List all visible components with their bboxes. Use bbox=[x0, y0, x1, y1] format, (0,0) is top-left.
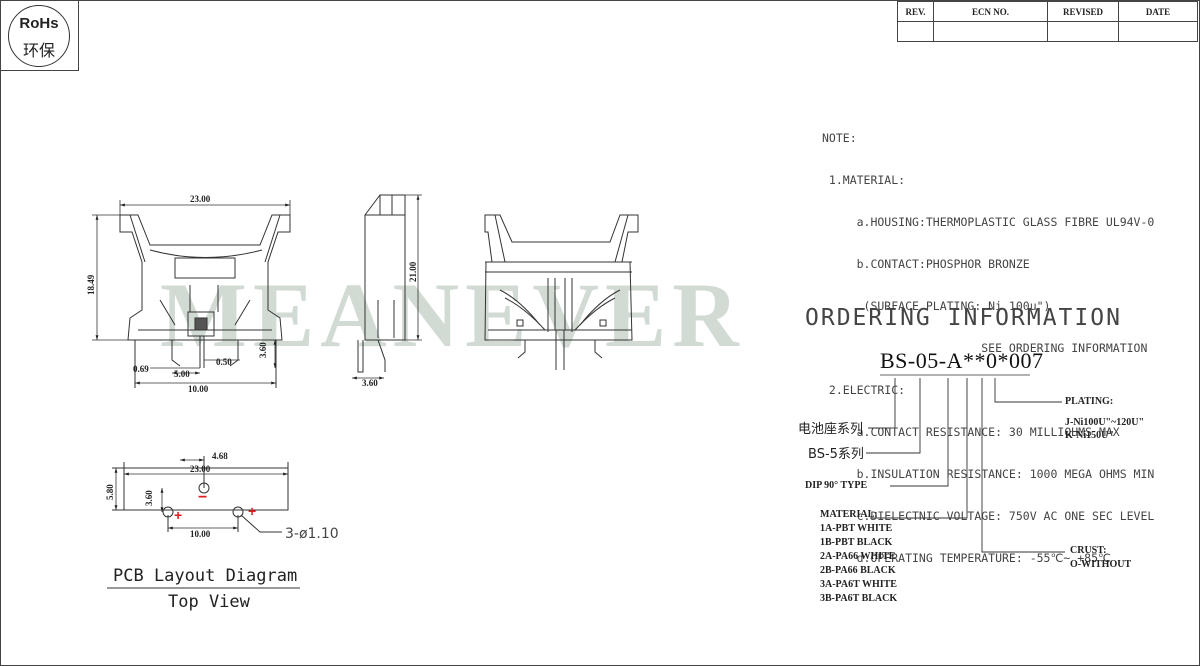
dim-pin-height: 3.60 bbox=[258, 342, 268, 358]
note-line: a.CONTACT RESISTANCE: 30 MILLIOHMS MAX bbox=[822, 425, 1120, 439]
revision-table: REV. ECN NO. REVISED DATE bbox=[897, 1, 1198, 42]
note-line: NOTE: bbox=[822, 131, 857, 145]
pcb-plus-mark-right: + bbox=[248, 503, 256, 519]
material-item: 2B-PA66 BLACK bbox=[820, 565, 896, 576]
pcb-title: PCB Layout Diagram bbox=[113, 566, 298, 586]
side-view bbox=[357, 194, 406, 373]
material-item: 1B-PBT BLACK bbox=[820, 537, 893, 548]
dim-pcb-width: 23.00 bbox=[190, 464, 211, 474]
dim-side-height: 21.00 bbox=[408, 261, 418, 282]
series-bs-label: BS-5系列 bbox=[808, 447, 864, 462]
note-line: (SURFACE PLATING: Ni 100u") bbox=[822, 299, 1051, 313]
dip-type-label: DIP 90° TYPE bbox=[805, 480, 868, 491]
rohs-badge: RoHs 环保 bbox=[0, 0, 79, 71]
material-item: 3A-PA6T WHITE bbox=[820, 579, 897, 590]
dim-pcb-top-offset: 4.68 bbox=[212, 451, 228, 461]
part-number: BS-05-A**0*007 bbox=[880, 348, 1044, 373]
notes-block: NOTE: 1.MATERIAL: a.HOUSING:THERMOPLASTI… bbox=[822, 103, 1154, 579]
note-line: b.INSULATION RESISTANCE: 1000 MEGA OHMS … bbox=[822, 467, 1155, 481]
crust-value: O-WITHOUT bbox=[1070, 559, 1132, 570]
plating-k: K-Ni150U" bbox=[1065, 430, 1114, 441]
material-item: 2A-PA66 WHITE bbox=[820, 551, 896, 562]
note-line: a.HOUSING:THERMOPLASTIC GLASS FIBRE UL94… bbox=[822, 215, 1155, 229]
rohs-label-cn: 环保 bbox=[22, 41, 55, 60]
dim-pin-pitch: 5.00 bbox=[174, 369, 190, 379]
rohs-logo: RoHs 环保 bbox=[8, 5, 70, 67]
note-line: 2.ELECTRIC: bbox=[822, 383, 906, 397]
section-view bbox=[484, 214, 639, 370]
note-line: d.OPERATING TEMPERATURE: -55℃~ +85℃ bbox=[822, 551, 1111, 565]
pcb-layout bbox=[112, 456, 289, 533]
ordering-leaders bbox=[866, 374, 1065, 553]
dim-pcb-height: 5.80 bbox=[105, 484, 115, 500]
plating-j: J-Ni100U"~120U" bbox=[1065, 417, 1145, 428]
ordering-title: ORDERING INFORMATION bbox=[805, 305, 1122, 331]
material-item: 1A-PBT WHITE bbox=[820, 523, 893, 534]
plating-title: PLATING: bbox=[1065, 396, 1114, 407]
pcb-subtitle: Top View bbox=[168, 592, 250, 612]
dim-pin-width: 0.50 bbox=[216, 357, 232, 367]
dim-front-width: 23.00 bbox=[190, 194, 211, 204]
note-line: b.CONTACT:PHOSPHOR BRONZE bbox=[822, 257, 1030, 271]
note-line: 1.MATERIAL: bbox=[822, 173, 906, 187]
material-item: 3B-PA6T BLACK bbox=[820, 593, 898, 604]
date-cell bbox=[1118, 21, 1198, 42]
pcb-hole-label: 3-ø1.10 bbox=[285, 526, 339, 542]
note-line: SEE ORDERING INFORMATION bbox=[822, 341, 1148, 355]
material-title: MATERIAL: bbox=[820, 509, 878, 520]
crust-title: CRUST: bbox=[1070, 545, 1107, 556]
pcb-plus-mark-left: + bbox=[174, 507, 182, 523]
note-line: c.DIELECTNIC VOLTAGE: 750V AC ONE SEC LE… bbox=[822, 509, 1155, 523]
dim-pcb-hole-y: 3.60 bbox=[144, 490, 154, 506]
dim-front-height: 18.49 bbox=[86, 274, 96, 295]
dim-pin-offset: 0.69 bbox=[133, 364, 149, 374]
series-cn-label: 电池座系列 bbox=[798, 422, 864, 437]
dim-pcb-hole-span: 10.00 bbox=[190, 529, 211, 539]
pcb-minus-mark: − bbox=[198, 489, 207, 506]
dim-pin-span: 10.00 bbox=[188, 384, 209, 394]
front-view bbox=[119, 214, 291, 388]
watermark: MEANEVER bbox=[160, 264, 745, 366]
dim-side-pin: 3.60 bbox=[362, 378, 378, 388]
rohs-label: RoHs bbox=[19, 15, 59, 32]
